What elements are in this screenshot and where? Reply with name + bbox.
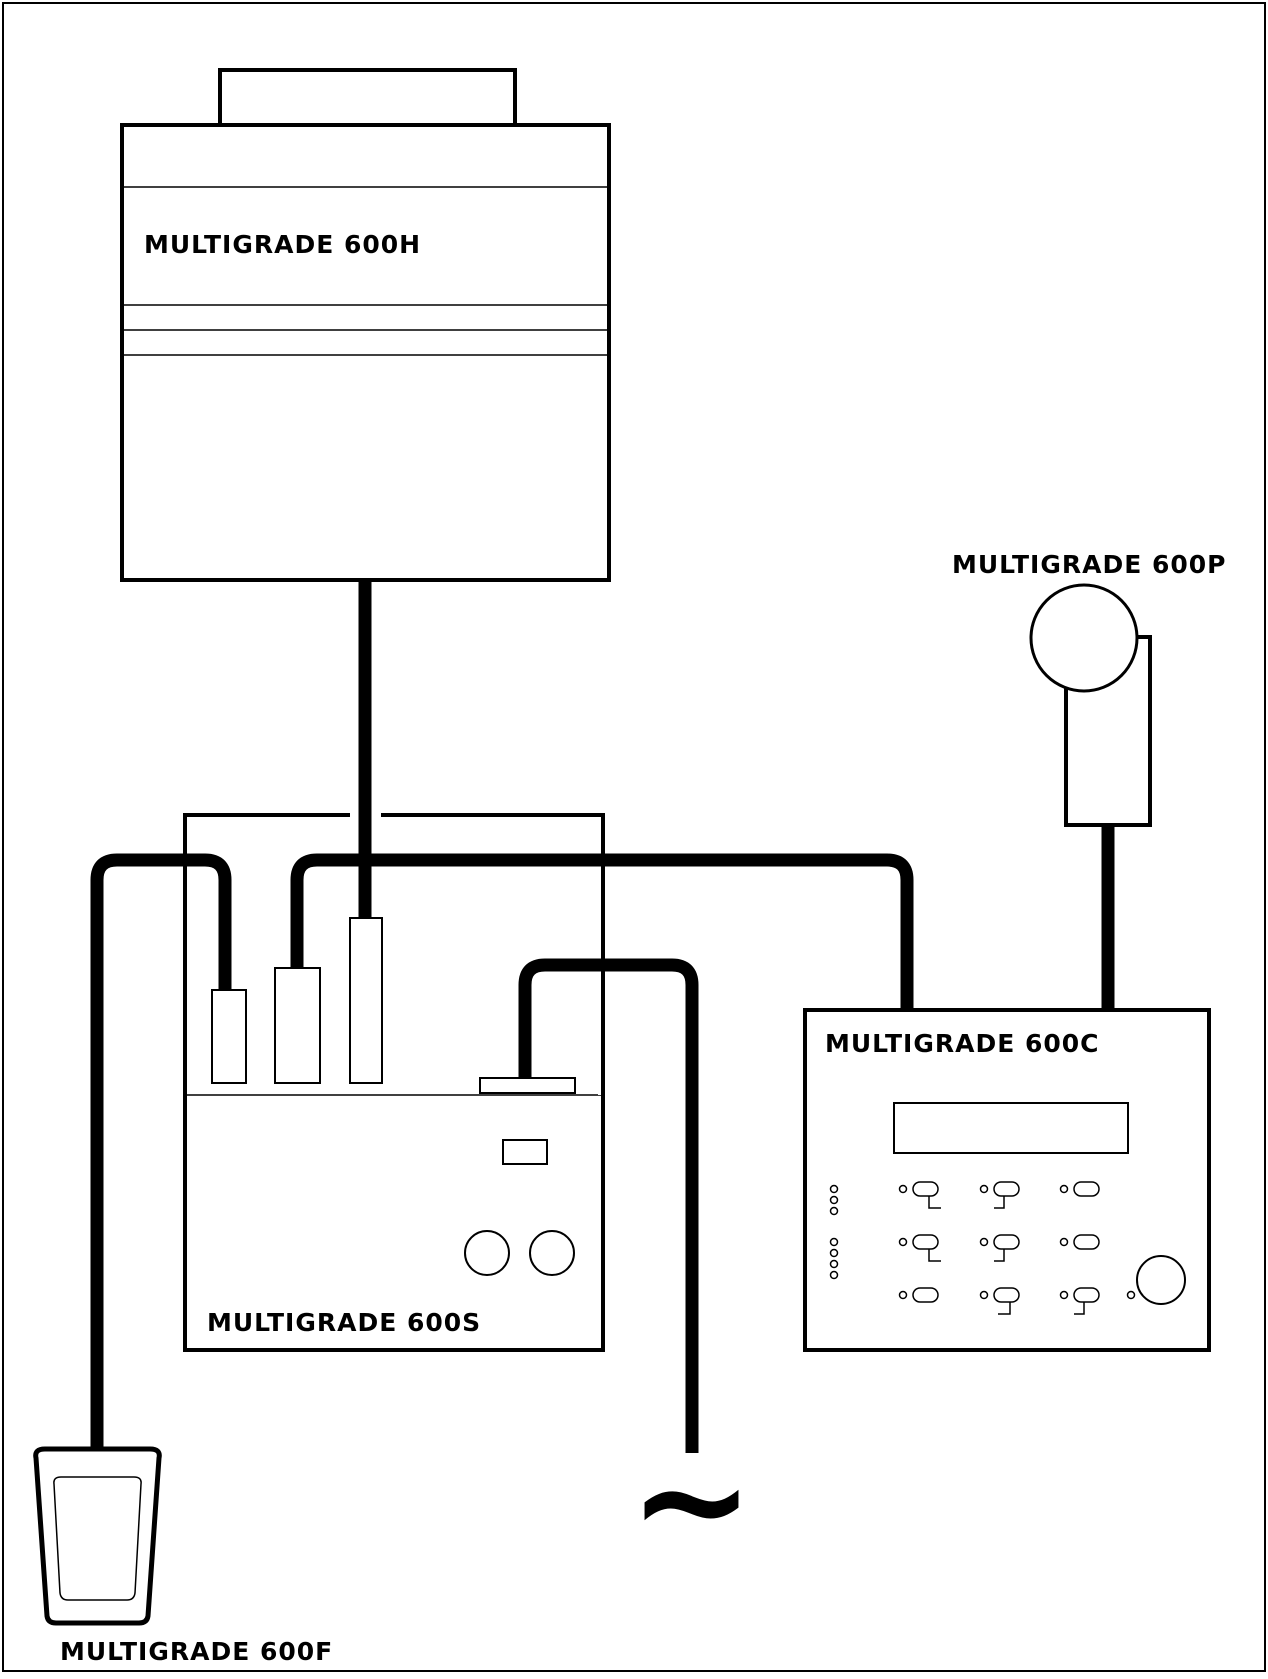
controller-display — [893, 1102, 1129, 1154]
power-switch — [502, 1139, 548, 1165]
indicator-leds-upper — [829, 1184, 839, 1216]
mains-connector — [479, 1077, 576, 1094]
head-connector — [349, 917, 383, 1084]
stabilizer-label: MULTIGRADE 600S — [207, 1308, 481, 1337]
key-with-led — [1059, 1181, 1100, 1197]
footswitch-connector — [211, 989, 247, 1084]
footswitch-label: MULTIGRADE 600F — [60, 1637, 333, 1666]
stabilizer-knob-right — [529, 1230, 575, 1276]
control-knob-led — [1126, 1290, 1136, 1300]
footswitch-unit: MULTIGRADE 600F — [33, 1446, 333, 1666]
stabilizer-unit: MULTIGRADE 600S — [183, 813, 608, 1352]
key-with-led — [979, 1181, 1020, 1209]
controller-unit: MULTIGRADE 600C — [803, 1008, 1211, 1352]
stabilizer-knob-left — [464, 1230, 510, 1276]
controller-connector — [274, 967, 321, 1084]
keypad — [898, 1181, 1100, 1315]
mains-ac-symbol: ~ — [629, 1414, 756, 1588]
key-with-led — [898, 1287, 939, 1303]
control-knob — [1136, 1255, 1186, 1305]
cable-mains — [518, 958, 699, 1453]
stabilizer-front-panel — [187, 1095, 601, 1348]
probe-unit: MULTIGRADE 600P — [952, 550, 1227, 827]
footswitch-pedal — [53, 1476, 142, 1601]
controller-label: MULTIGRADE 600C — [825, 1029, 1100, 1058]
key-with-led — [898, 1234, 941, 1262]
key-with-led — [898, 1181, 941, 1209]
cables — [90, 580, 1115, 1453]
head-unit: MULTIGRADE 600H — [120, 68, 611, 582]
indicator-leds-lower — [829, 1237, 839, 1280]
head-body — [120, 123, 611, 582]
probe-label: MULTIGRADE 600P — [952, 550, 1227, 579]
head-label: MULTIGRADE 600H — [144, 230, 421, 259]
stabilizer-back-outline — [183, 813, 605, 1352]
key-with-led — [979, 1234, 1020, 1262]
head-top-housing — [218, 68, 517, 127]
key-with-led — [1059, 1234, 1100, 1250]
cable-footswitch — [90, 853, 232, 1449]
probe-sensor-head — [1029, 583, 1139, 693]
key-with-led — [979, 1287, 1020, 1315]
key-with-led — [1059, 1287, 1100, 1315]
